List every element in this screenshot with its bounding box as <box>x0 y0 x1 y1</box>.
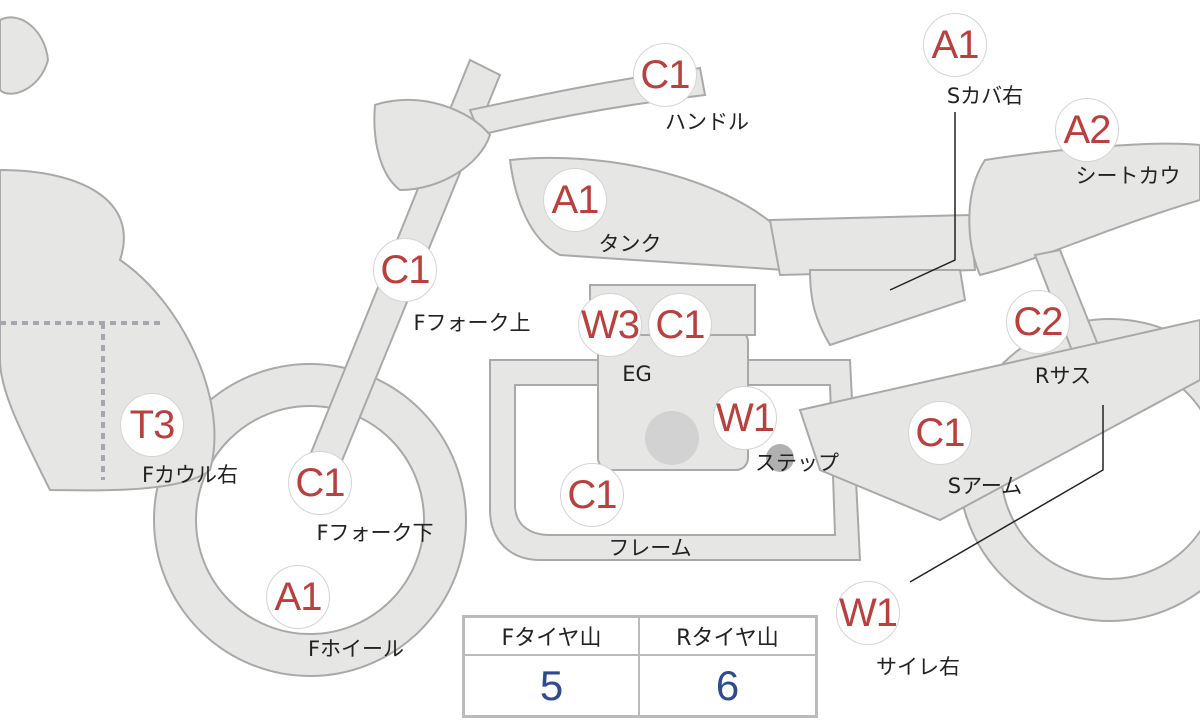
step <box>766 444 794 472</box>
part-label-rear-shock: Rサス <box>1034 364 1092 388</box>
rear-tire-value: 6 <box>715 661 740 709</box>
swing-arm <box>798 318 1200 522</box>
part-label-side-cover: Sカバ右 <box>946 84 1024 108</box>
condition-code: C1 <box>908 401 972 465</box>
front-tire-header: Fタイヤ山 <box>465 618 640 656</box>
front-cowl <box>0 168 216 492</box>
condition-code: A1 <box>543 168 607 232</box>
condition-code: C1 <box>648 293 712 357</box>
part-label-step: ステップ <box>755 451 839 475</box>
condition-code: W3 <box>578 293 642 357</box>
mirror <box>0 16 50 95</box>
rear-tire-header: Rタイヤ山 <box>640 618 815 656</box>
frame <box>489 359 862 561</box>
part-label-muffler: サイレ右 <box>876 655 960 679</box>
condition-code: C2 <box>1006 290 1070 354</box>
part-label-handlebar: ハンドル <box>665 110 749 134</box>
front-wheel-inner <box>155 365 465 675</box>
part-label-swing-arm: Sアーム <box>947 474 1023 498</box>
seat <box>768 213 977 277</box>
condition-code: W1 <box>713 386 777 450</box>
part-label-front-cowl: Fカウル右 <box>141 463 239 487</box>
part-label-fork-lower: Fフォーク下 <box>316 521 434 545</box>
part-label-frame: フレーム <box>608 536 692 560</box>
part-label-fork-upper: Fフォーク上 <box>413 311 531 335</box>
headlight <box>373 98 492 192</box>
tire-tread-table: Fタイヤ山 Rタイヤ山 5 6 <box>462 615 818 718</box>
condition-code: A1 <box>923 13 987 77</box>
condition-code: C1 <box>373 238 437 302</box>
condition-code: W1 <box>836 581 900 645</box>
condition-code: T3 <box>120 393 184 457</box>
side-cover <box>808 269 967 347</box>
condition-code: C1 <box>560 463 624 527</box>
part-label-front-wheel: Fホイール <box>307 637 405 661</box>
condition-code: A1 <box>266 565 330 629</box>
part-label-tank: タンク <box>598 232 662 256</box>
part-label-seat-cowl: シートカウ <box>1075 164 1181 188</box>
condition-code: C1 <box>288 451 352 515</box>
part-label-engine: EG <box>622 362 652 386</box>
condition-code: A2 <box>1055 98 1119 162</box>
condition-code: C1 <box>633 43 697 107</box>
front-tire-value: 5 <box>465 656 640 715</box>
